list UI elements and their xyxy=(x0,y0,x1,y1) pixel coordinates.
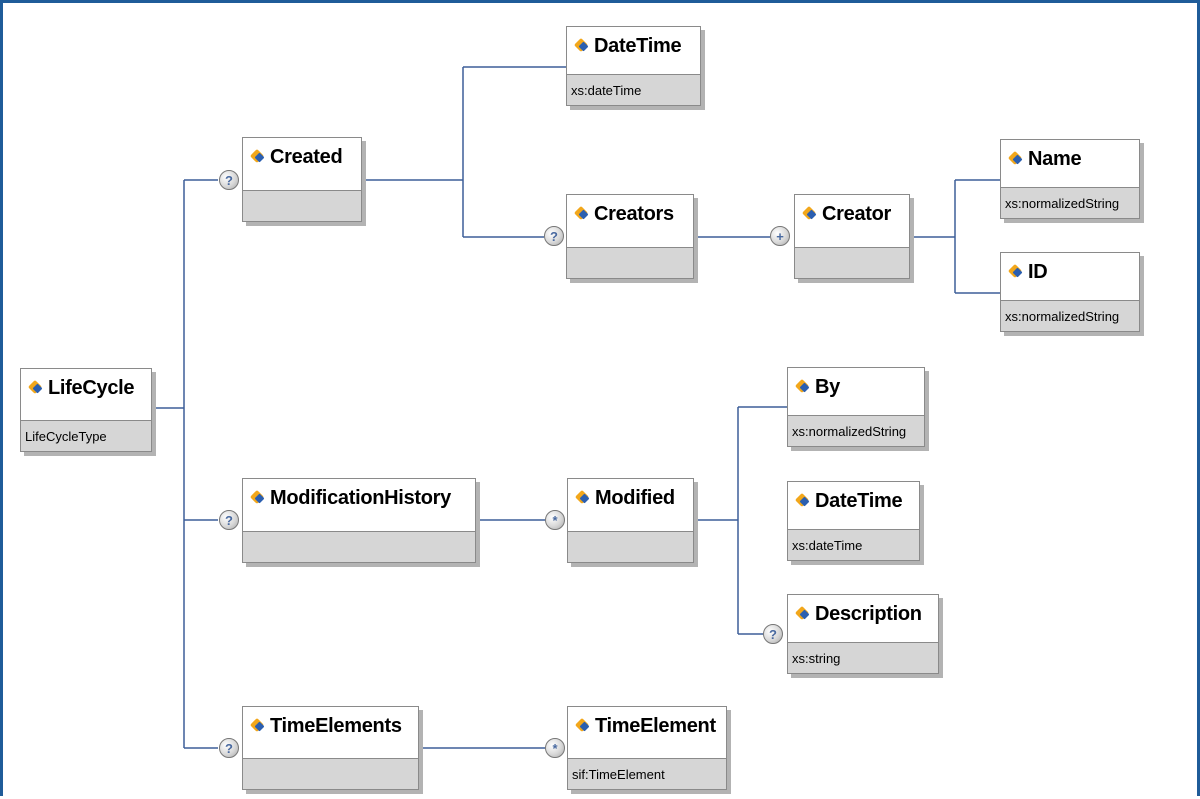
element-icon xyxy=(29,381,43,395)
element-icon xyxy=(803,207,817,221)
element-icon xyxy=(796,607,810,621)
element-id[interactable]: ID xs:normalizedString xyxy=(1000,252,1140,332)
zero-or-more-badge: * xyxy=(545,738,565,758)
element-name: By xyxy=(815,375,840,398)
element-lifecycle[interactable]: LifeCycle LifeCycleType xyxy=(20,368,152,452)
element-datetime-modified[interactable]: DateTime xs:dateTime xyxy=(787,481,920,561)
element-icon xyxy=(576,719,590,733)
element-type: xs:dateTime xyxy=(567,74,700,105)
element-icon xyxy=(796,494,810,508)
element-icon xyxy=(575,207,589,221)
element-type: LifeCycleType xyxy=(21,420,151,451)
zero-or-more-badge: * xyxy=(545,510,565,530)
one-or-more-badge: + xyxy=(770,226,790,246)
element-datetime-created[interactable]: DateTime xs:dateTime xyxy=(566,26,701,106)
element-type xyxy=(243,190,361,221)
element-name: LifeCycle xyxy=(48,376,135,399)
element-created[interactable]: Created xyxy=(242,137,362,222)
element-time-elements[interactable]: TimeElements xyxy=(242,706,419,790)
element-type: xs:normalizedString xyxy=(1001,300,1139,331)
element-name: TimeElements xyxy=(270,714,402,737)
element-icon xyxy=(251,719,265,733)
optional-badge: ? xyxy=(763,624,783,644)
element-name: Creators xyxy=(594,202,674,225)
element-modification-history[interactable]: ModificationHistory xyxy=(242,478,476,563)
element-modified[interactable]: Modified xyxy=(567,478,694,563)
element-icon xyxy=(1009,265,1023,279)
element-creator[interactable]: Creator xyxy=(794,194,910,279)
element-type xyxy=(567,247,693,278)
element-by[interactable]: By xs:normalizedString xyxy=(787,367,925,447)
element-icon xyxy=(575,39,589,53)
element-description[interactable]: Description xs:string xyxy=(787,594,939,674)
element-name: TimeElement xyxy=(595,714,716,737)
element-type: xs:string xyxy=(788,642,938,673)
optional-badge: ? xyxy=(544,226,564,246)
element-type xyxy=(795,247,909,278)
element-icon xyxy=(251,491,265,505)
element-icon xyxy=(576,491,590,505)
element-name: Description xyxy=(815,602,922,625)
element-type xyxy=(243,758,418,789)
element-name: ModificationHistory xyxy=(270,486,451,509)
element-type: xs:normalizedString xyxy=(1001,187,1139,218)
element-icon xyxy=(1009,152,1023,166)
optional-badge: ? xyxy=(219,738,239,758)
element-time-element[interactable]: TimeElement sif:TimeElement xyxy=(567,706,727,790)
element-type: xs:dateTime xyxy=(788,529,919,560)
element-name: DateTime xyxy=(594,34,682,57)
element-name: Created xyxy=(270,145,343,168)
element-type: sif:TimeElement xyxy=(568,758,726,789)
element-type: xs:normalizedString xyxy=(788,415,924,446)
element-name: DateTime xyxy=(815,489,903,512)
element-icon xyxy=(796,380,810,394)
element-icon xyxy=(251,150,265,164)
element-name: ID xyxy=(1028,260,1048,283)
element-name: Modified xyxy=(595,486,675,509)
element-type xyxy=(568,531,693,562)
element-name-field[interactable]: Name xs:normalizedString xyxy=(1000,139,1140,219)
element-name: Name xyxy=(1028,147,1082,170)
optional-badge: ? xyxy=(219,170,239,190)
element-name: Creator xyxy=(822,202,892,225)
element-creators[interactable]: Creators xyxy=(566,194,694,279)
optional-badge: ? xyxy=(219,510,239,530)
element-type xyxy=(243,531,475,562)
